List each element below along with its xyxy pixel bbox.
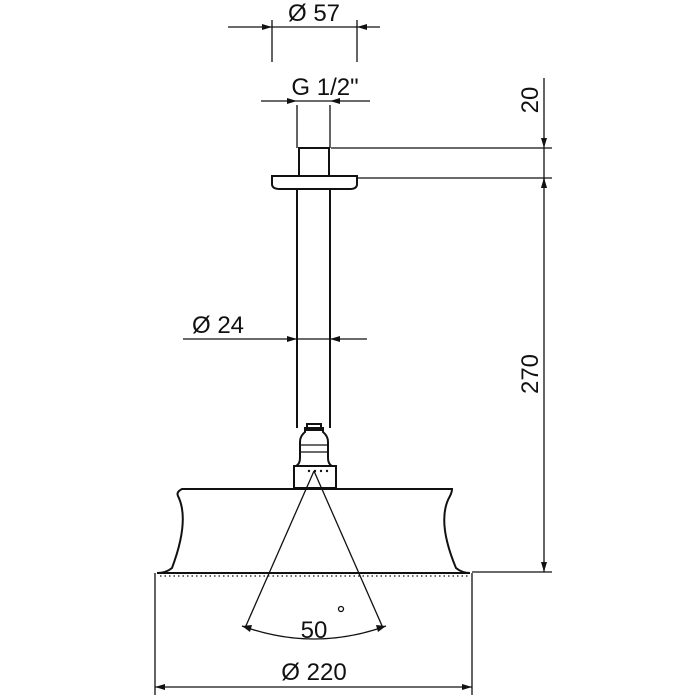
angle-ray — [244, 470, 315, 629]
thread-nut — [298, 147, 330, 177]
shower-head — [156, 488, 471, 574]
arm-diameter-label: Ø 24 — [192, 312, 244, 339]
degree-mark — [337, 605, 345, 613]
shower-assembly — [156, 147, 471, 577]
arrowhead — [155, 684, 165, 690]
arrowhead — [541, 178, 547, 188]
flange-height-label: 20 — [517, 87, 544, 114]
dimension-top-width: Ø 57 — [228, 0, 380, 62]
arrowhead — [357, 24, 367, 30]
spray-angle-label: 50 — [301, 617, 328, 644]
arrowhead — [262, 24, 272, 30]
head-diameter-label: Ø 220 — [281, 659, 346, 686]
joint-cap — [306, 423, 322, 431]
nozzle-marks — [307, 469, 329, 473]
top-width-label: Ø 57 — [288, 0, 340, 27]
arrowhead — [242, 625, 252, 632]
arrowhead — [287, 336, 297, 342]
arrowhead — [330, 336, 340, 342]
arrowhead — [287, 98, 297, 104]
dimension-flange-height: 20 — [331, 78, 552, 188]
dimension-head-diameter: Ø 220 — [154, 573, 473, 695]
head-connector — [293, 465, 337, 489]
dimension-thread: G 1/2" — [261, 74, 370, 148]
dimension-arm-drop: 270 — [472, 178, 552, 573]
angle-ray — [313, 470, 384, 629]
arm-drop-label: 270 — [517, 354, 544, 394]
arrowhead — [462, 684, 472, 690]
ceiling-flange — [271, 175, 358, 190]
dimension-spray-angle: 50 — [241, 470, 387, 644]
arrowhead — [541, 562, 547, 572]
thread-label: G 1/2" — [291, 74, 358, 101]
angle-arc — [241, 625, 387, 640]
arrowhead — [330, 98, 340, 104]
ball-joint — [295, 427, 333, 467]
arrowhead — [541, 138, 547, 148]
arrowhead — [376, 625, 386, 632]
dimension-arm-diameter: Ø 24 — [183, 312, 367, 342]
